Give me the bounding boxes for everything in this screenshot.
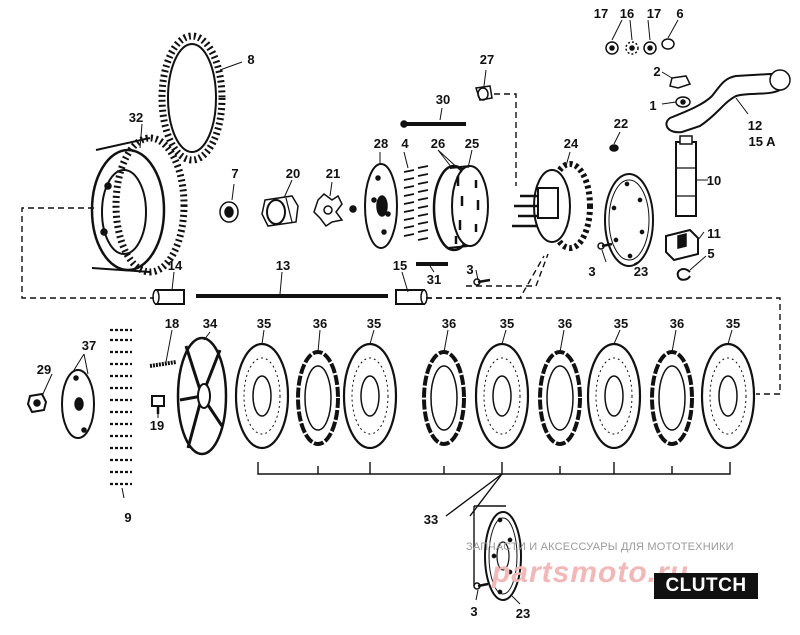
part-35-friction-disc-1 [234, 342, 290, 450]
part-36-steel-plate-4 [650, 350, 694, 446]
part-35-friction-disc-4 [586, 342, 642, 450]
part-25-26-spring-hub [432, 164, 489, 252]
part-7-bushing [219, 201, 239, 223]
part-5-clip [676, 268, 691, 281]
callout-3-lower: 3 [470, 604, 478, 619]
callout-29: 29 [36, 362, 52, 377]
assembly-dashed-lines [21, 93, 781, 395]
part-35-friction-disc-2 [342, 342, 398, 450]
part-36-steel-plate-2 [422, 350, 466, 446]
callout-1: 1 [649, 98, 657, 113]
part-33-group-bracket [257, 462, 731, 517]
diagram-title-badge: CLUTCH [654, 573, 758, 599]
callout-15a: 15 A [748, 134, 776, 149]
part-23-gasket [604, 173, 654, 267]
callout-25: 25 [464, 136, 480, 151]
part-15-end-piece [395, 289, 428, 305]
callout-8: 8 [247, 52, 255, 67]
part-19-screw [151, 395, 165, 414]
callout-4: 4 [401, 136, 409, 151]
callout-35-3: 35 [499, 316, 515, 331]
part-3-screw-upper [597, 242, 613, 250]
callout-27: 27 [479, 52, 495, 67]
callout-16: 16 [619, 6, 635, 21]
callout-36-4: 36 [669, 316, 685, 331]
callout-26: 26 [430, 136, 446, 151]
callout-19: 19 [149, 418, 165, 433]
watermark-tagline: ЗАПЧАСТИ И АКСЕССУАРЫ ДЛЯ МОТОТЕХНИКИ [466, 541, 734, 553]
part-8-sprocket-ring [158, 32, 226, 164]
callout-36-3: 36 [557, 316, 573, 331]
part-35-friction-disc-5 [700, 342, 756, 450]
part-4-springs [403, 165, 429, 241]
part-32-clutch-shell [90, 134, 188, 276]
callout-35-4: 35 [613, 316, 629, 331]
part-30-pushrod [400, 120, 466, 128]
callout-14: 14 [167, 258, 183, 273]
callout-35-1: 35 [256, 316, 272, 331]
callout-7: 7 [231, 166, 239, 181]
part-23-gasket-lower [473, 505, 522, 601]
part-2-nut [669, 75, 692, 89]
callout-31: 31 [426, 272, 442, 287]
part-34-spring-disc [176, 336, 228, 456]
part-11-throwout-block [665, 228, 699, 262]
part-27-adjust-screw [475, 85, 493, 101]
callout-35-2: 35 [366, 316, 382, 331]
small-key [349, 205, 357, 213]
callout-12: 12 [747, 118, 763, 133]
part-12-release-lever [665, 69, 791, 134]
callout-15: 15 [392, 258, 408, 273]
part-21-lock-washer [313, 193, 344, 228]
callout-10: 10 [706, 173, 722, 188]
part-14-end-piece [152, 289, 185, 305]
callout-9: 9 [124, 510, 132, 525]
callout-36-1: 36 [312, 316, 328, 331]
callout-24: 24 [563, 136, 579, 151]
callout-33: 33 [423, 512, 439, 527]
callout-23-lower: 23 [515, 606, 531, 621]
part-24-clutch-hub [512, 161, 593, 251]
callout-20: 20 [285, 166, 301, 181]
callout-5: 5 [707, 246, 715, 261]
leader-lines [41, 19, 749, 605]
part-9-springs [110, 328, 132, 486]
part-18-bolt [149, 360, 177, 368]
callout-2: 2 [653, 64, 661, 79]
callout-17-left: 17 [593, 6, 609, 21]
callout-6: 6 [676, 6, 684, 21]
callout-37: 37 [81, 338, 97, 353]
part-35-friction-disc-3 [474, 342, 530, 450]
part-29-nut [26, 392, 48, 414]
callout-36-2: 36 [441, 316, 457, 331]
callout-21: 21 [325, 166, 341, 181]
callout-28: 28 [373, 136, 389, 151]
part-10-actuating-shaft [675, 135, 697, 217]
callout-22: 22 [613, 116, 629, 131]
callout-17-right: 17 [646, 6, 662, 21]
callout-32: 32 [128, 110, 144, 125]
part-3-screw-middle [473, 278, 491, 286]
part-36-steel-plate-1 [296, 350, 340, 446]
callout-30: 30 [435, 92, 451, 107]
part-20-nut [261, 195, 299, 227]
part-17-16-17-6-washers [605, 38, 675, 55]
callout-18: 18 [164, 316, 180, 331]
callout-3-upper: 3 [588, 264, 596, 279]
part-1-washer [675, 96, 691, 108]
callout-23-upper: 23 [633, 264, 649, 279]
callout-3-middle: 3 [466, 262, 474, 277]
part-28-pressure-plate [364, 163, 398, 249]
part-3-screw-lower [473, 582, 489, 590]
callout-11: 11 [707, 226, 721, 241]
callout-34: 34 [202, 316, 218, 331]
part-22-screw [609, 144, 619, 152]
callout-35-5: 35 [725, 316, 741, 331]
part-37-spring-plate [61, 369, 95, 439]
callout-13: 13 [275, 258, 291, 273]
part-36-steel-plate-3 [538, 350, 582, 446]
